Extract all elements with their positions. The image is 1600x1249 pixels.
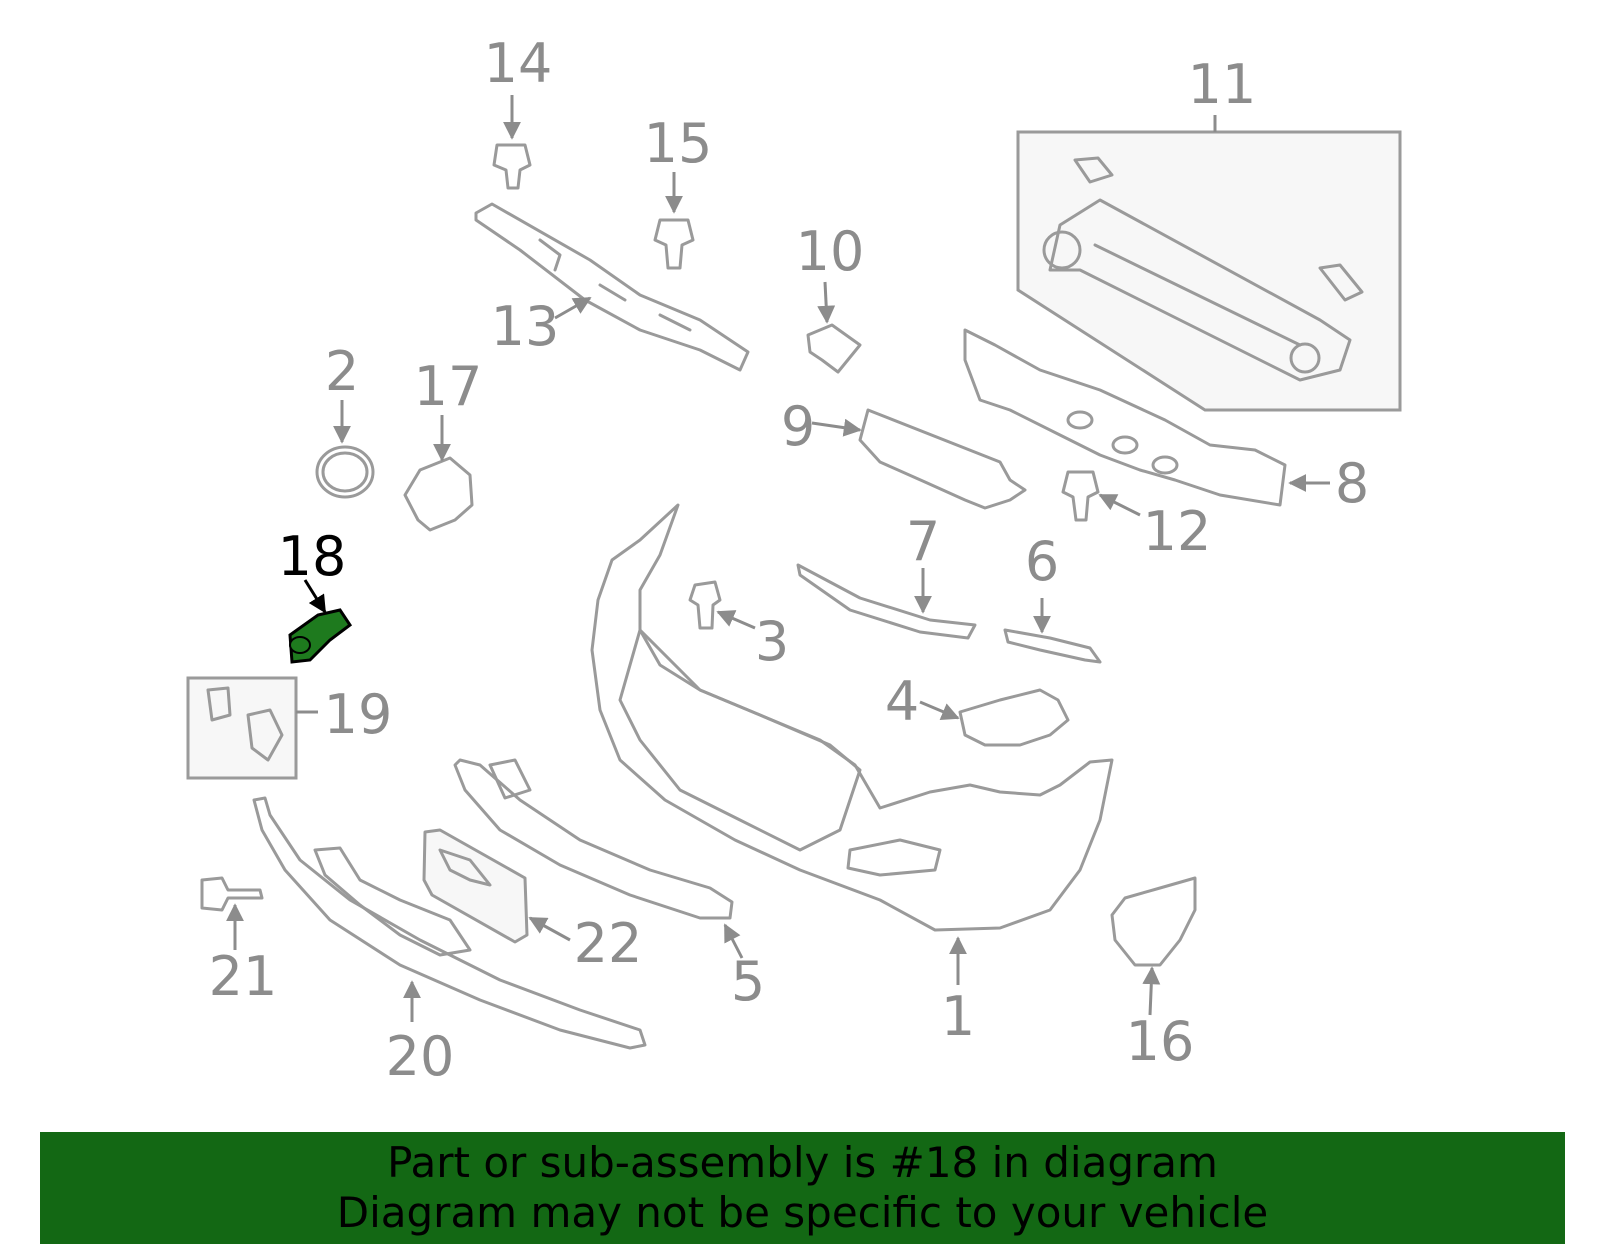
callout-3: 3 [755, 610, 789, 673]
callout-12: 12 [1143, 500, 1212, 563]
callout-13: 13 [491, 295, 560, 358]
parts-diagram: 1 2 3 4 5 6 7 8 9 10 11 12 13 14 15 16 1… [186, 32, 1402, 1088]
part-20-lower-grille[interactable] [252, 796, 647, 1050]
part-4-bracket[interactable] [919, 688, 1070, 747]
callout-8: 8 [1335, 452, 1369, 515]
callout-9: 9 [781, 395, 815, 458]
callout-7: 7 [906, 510, 940, 573]
callout-5: 5 [731, 950, 765, 1013]
callout-4: 4 [885, 670, 919, 733]
part-3-clip[interactable] [688, 580, 756, 630]
part-13-upper-bracket[interactable] [474, 202, 750, 372]
banner-line-1: Part or sub-assembly is #18 in diagram [387, 1138, 1218, 1187]
part-5-lower-strip[interactable] [453, 758, 744, 959]
part-1-bumper-cover[interactable] [590, 503, 1114, 985]
info-banner: Part or sub-assembly is #18 in diagram D… [40, 1132, 1565, 1244]
part-16-side-bracket[interactable] [1110, 876, 1197, 1016]
callout-11: 11 [1188, 53, 1257, 116]
part-7-molding[interactable] [796, 563, 977, 640]
callout-10: 10 [796, 220, 865, 283]
part-6-molding[interactable] [1003, 598, 1102, 664]
callout-19: 19 [324, 683, 393, 746]
part-18-highlighted[interactable] [288, 579, 353, 664]
part-17-bracket[interactable] [403, 415, 474, 532]
part-12-clip[interactable] [1061, 470, 1141, 522]
callout-21: 21 [209, 945, 278, 1008]
callout-18: 18 [278, 525, 347, 588]
part-13-leader [554, 296, 592, 320]
callout-16: 16 [1126, 1010, 1195, 1073]
callout-14: 14 [484, 32, 553, 95]
part-9-bracket[interactable] [811, 408, 1027, 510]
part-11-reinforcement-box[interactable] [1016, 115, 1402, 412]
callout-1: 1 [941, 985, 975, 1048]
callout-15: 15 [644, 112, 713, 175]
callout-20: 20 [386, 1025, 455, 1088]
banner-line-2: Diagram may not be specific to your vehi… [336, 1188, 1269, 1237]
callout-22: 22 [574, 912, 643, 975]
part-14-clip[interactable] [492, 95, 532, 190]
callout-17: 17 [414, 355, 483, 418]
part-2-ring[interactable] [315, 400, 375, 499]
part-8-energy-absorber[interactable] [963, 328, 1330, 507]
part-19-brackets-box[interactable] [186, 676, 318, 780]
callout-2: 2 [325, 340, 359, 403]
part-15-clip[interactable] [653, 172, 695, 270]
part-10-bracket[interactable] [806, 281, 862, 374]
callout-6: 6 [1025, 530, 1059, 593]
part-22-license-plate-bracket[interactable] [422, 828, 571, 944]
part-21-clip[interactable] [200, 876, 264, 950]
